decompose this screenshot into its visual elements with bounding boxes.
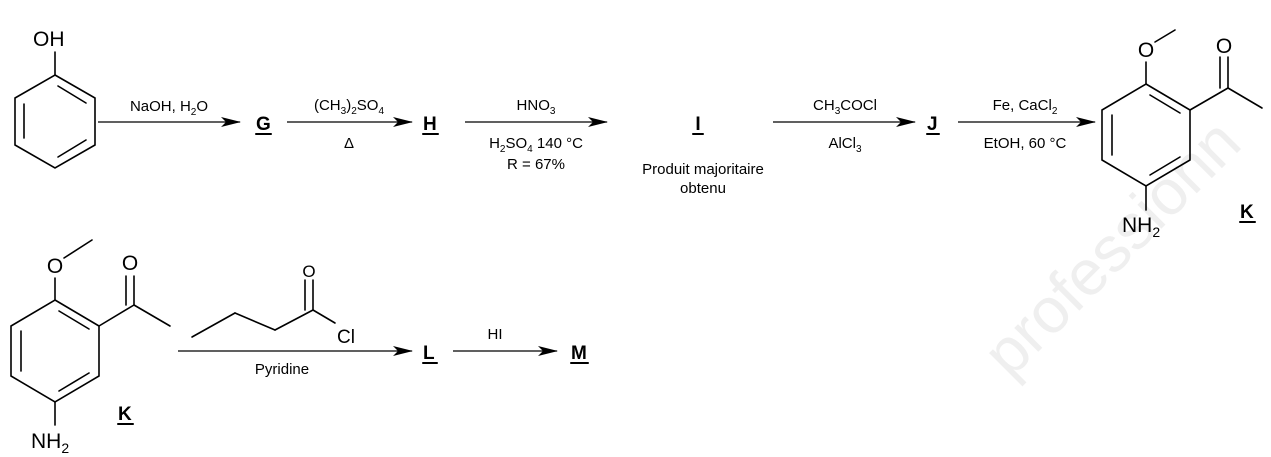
step4-catalyst: AlCl3​ bbox=[828, 135, 862, 155]
step5-reagent: Fe, CaCl2​ bbox=[993, 97, 1058, 117]
compound-L: L bbox=[423, 343, 435, 364]
compound-K-ketone-oxygen-row1: O bbox=[1216, 35, 1232, 58]
compound-G: G bbox=[256, 114, 271, 135]
step3-yield: R = 67% bbox=[507, 156, 565, 173]
compound-K-ketone-oxygen-row2: O bbox=[122, 252, 138, 275]
compound-I-note-line1: Produit majoritaire bbox=[642, 161, 764, 178]
compound-I-note-line2: obtenu bbox=[680, 180, 726, 197]
step1-reagent: NaOH, H2​O bbox=[130, 98, 208, 118]
compound-K-amine-row1: NH2 bbox=[1122, 214, 1160, 240]
step6-solvent: Pyridine bbox=[255, 361, 309, 378]
compound-K-structure-row2 bbox=[10, 239, 171, 426]
compound-H: H bbox=[423, 114, 437, 135]
compound-K-amine-row2: NH2 bbox=[31, 430, 69, 456]
step2-reagent: (CH3​)2​SO4​ bbox=[314, 97, 384, 117]
compound-I: I bbox=[695, 114, 700, 135]
step3-reagent: HNO3​ bbox=[517, 97, 556, 117]
compound-K-label-row1: K bbox=[1240, 202, 1254, 223]
butanoyl-chloride-oxygen: O bbox=[302, 262, 315, 281]
butanoyl-chloride-chlorine: Cl bbox=[337, 327, 355, 348]
compound-K-label-row2: K bbox=[118, 404, 132, 425]
compound-K-ether-oxygen-row2: O bbox=[47, 255, 63, 278]
compound-K-ether-oxygen-row1: O bbox=[1138, 39, 1154, 62]
step7-reagent: HI bbox=[488, 326, 503, 343]
step2-condition: Δ bbox=[344, 135, 354, 152]
phenol-oh-label: OH bbox=[33, 28, 65, 51]
step5-condition: EtOH, 60 °C bbox=[984, 135, 1067, 152]
compound-M: M bbox=[571, 343, 587, 364]
compound-J: J bbox=[927, 114, 938, 135]
butanoyl-chloride-structure bbox=[191, 279, 336, 338]
step3-condition: H2​SO4​ 140 °C bbox=[489, 135, 583, 155]
phenol-structure bbox=[14, 51, 96, 169]
step4-reagent: CH3​COCl bbox=[813, 97, 877, 117]
compound-K-structure-row1 bbox=[1101, 29, 1263, 211]
